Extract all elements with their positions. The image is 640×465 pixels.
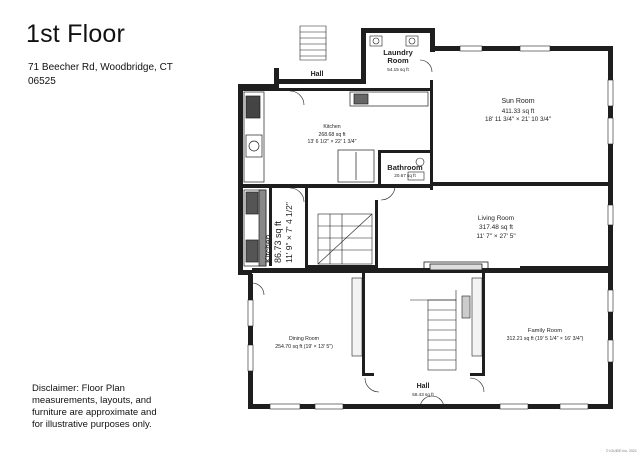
area-hall-bottom: 58.43 sq ft [412,392,434,397]
area-kitchen-side: 86.73 sq ft [273,220,283,263]
address: 71 Beecher Rd, Woodbridge, CT 06525 [28,61,173,89]
dims-living-room: 11' 7" × 27' 5" [476,233,516,240]
dims-kitchen: 13' 6 1/2" × 22' 1 3/4" [307,139,356,145]
label-living-room: Living Room [478,215,514,222]
label-hall-bottom: Hall [417,383,430,390]
label-hall-top: Hall [311,71,324,78]
copyright: © iGUIDE Inc. 2021 [606,449,637,453]
area-dining-room: 254.70 sq ft (19' × 13' 5") [275,344,333,350]
floor-title: 1st Floor [26,20,126,48]
exterior-walls [238,28,613,409]
label-kitchen-side: Kitchen [263,234,273,263]
area-sun-room: 411.33 sq ft [502,108,535,115]
label-sun-room: Sun Room [501,98,534,105]
label-laundry-line1: Laundry [383,48,413,57]
area-hall-top: 20.32 sq ft [306,79,328,84]
disclaimer: Disclaimer: Floor Plan measurements, lay… [32,383,157,430]
area-bathroom: 20.67 sq ft [394,173,416,178]
side-kitchen-counters [243,189,267,267]
dims-kitchen-side: 11' 9" × 7' 4 1/2" [284,202,294,263]
label-bathroom: Bathroom [387,163,423,172]
interior-walls [243,80,611,376]
laundry-fixtures [369,35,419,47]
address-line-2: 06525 [28,76,56,87]
label-laundry-line2: Room [387,56,409,65]
area-laundry: 54.15 sq ft [387,67,409,72]
label-family-room: Family Room [528,328,562,334]
label-kitchen: Kitchen [323,124,340,130]
fireplace [423,261,489,273]
main-stairs [351,277,483,371]
dims-sun-room: 18' 11 3/4" × 21' 10 3/4" [485,116,551,123]
room-labels: Hall 20.32 sq ft Laundry Room 54.15 sq f… [263,48,584,397]
exterior-stairs [299,25,327,61]
address-line-1: 71 Beecher Rd, Woodbridge, CT [28,62,173,73]
kitchen-counters [243,91,429,183]
area-family-room: 312.21 sq ft (19' 5 1/4" × 16' 3/4") [507,336,584,342]
area-kitchen: 268.68 sq ft [318,132,346,138]
interior-stairs [317,213,373,265]
windows [247,45,614,410]
doors [251,59,485,409]
bathroom-fixtures [407,157,425,181]
label-dining-room: Dining Room [289,336,319,342]
area-living-room: 317.48 sq ft [479,224,513,231]
